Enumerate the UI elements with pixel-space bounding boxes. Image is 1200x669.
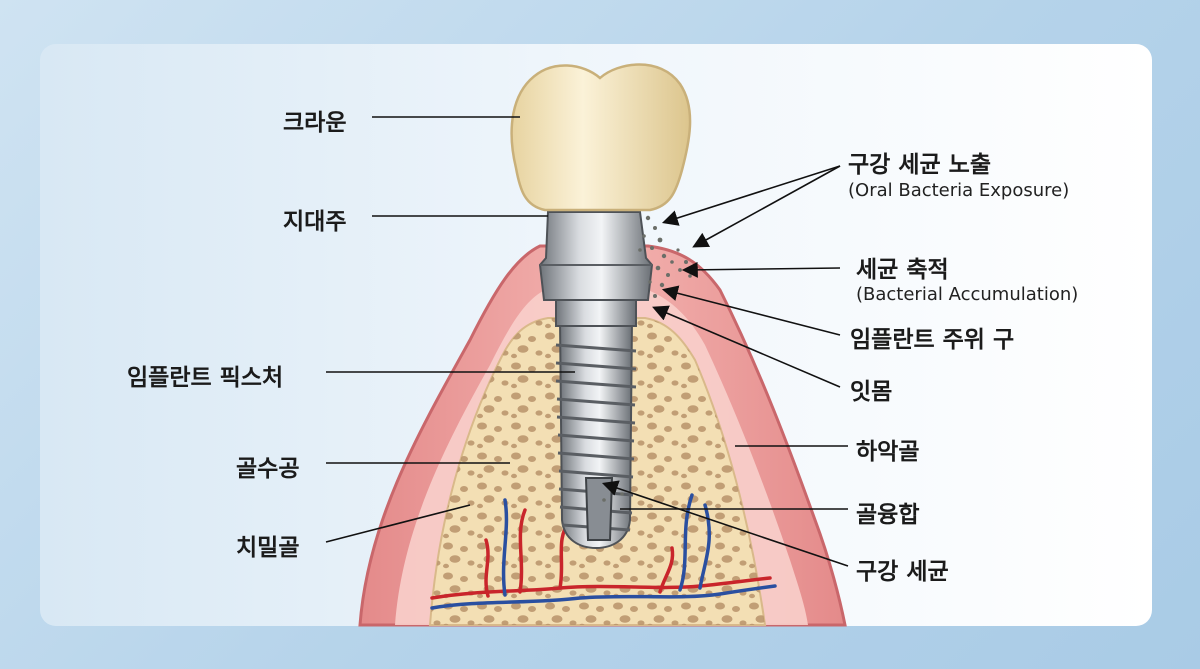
- label-cortical-bone: 치밀골: [236, 535, 300, 561]
- label-implant-fixture: 임플란트 픽스처: [127, 365, 284, 391]
- label-osseointegration: 골융합: [856, 502, 920, 528]
- label-gingiva: 잇몸: [850, 379, 893, 405]
- label-oral-bacteria-exposure: 구강 세균 노출: [848, 152, 991, 178]
- label-oral-bacteria-exposure-en: (Oral Bacteria Exposure): [848, 180, 1070, 201]
- label-oral-bacteria: 구강 세균: [856, 559, 949, 585]
- label-bacterial-accumulation-en: (Bacterial Accumulation): [856, 284, 1079, 305]
- label-abutment: 지대주: [283, 209, 347, 235]
- abutment-shape: [538, 211, 654, 301]
- label-mandible: 하악골: [856, 439, 920, 465]
- implant-fixture-shape: [555, 319, 637, 550]
- crown-shape: [510, 63, 692, 212]
- blood-vessels: [430, 493, 777, 610]
- label-bacterial-accumulation: 세균 축적: [856, 257, 949, 283]
- leader-lines: [325, 116, 849, 567]
- label-cancellous-bone: 골수공: [236, 456, 300, 482]
- label-crown: 크라운: [283, 110, 347, 136]
- label-peri-implant-sulcus: 임플란트 주위 구: [850, 327, 1015, 353]
